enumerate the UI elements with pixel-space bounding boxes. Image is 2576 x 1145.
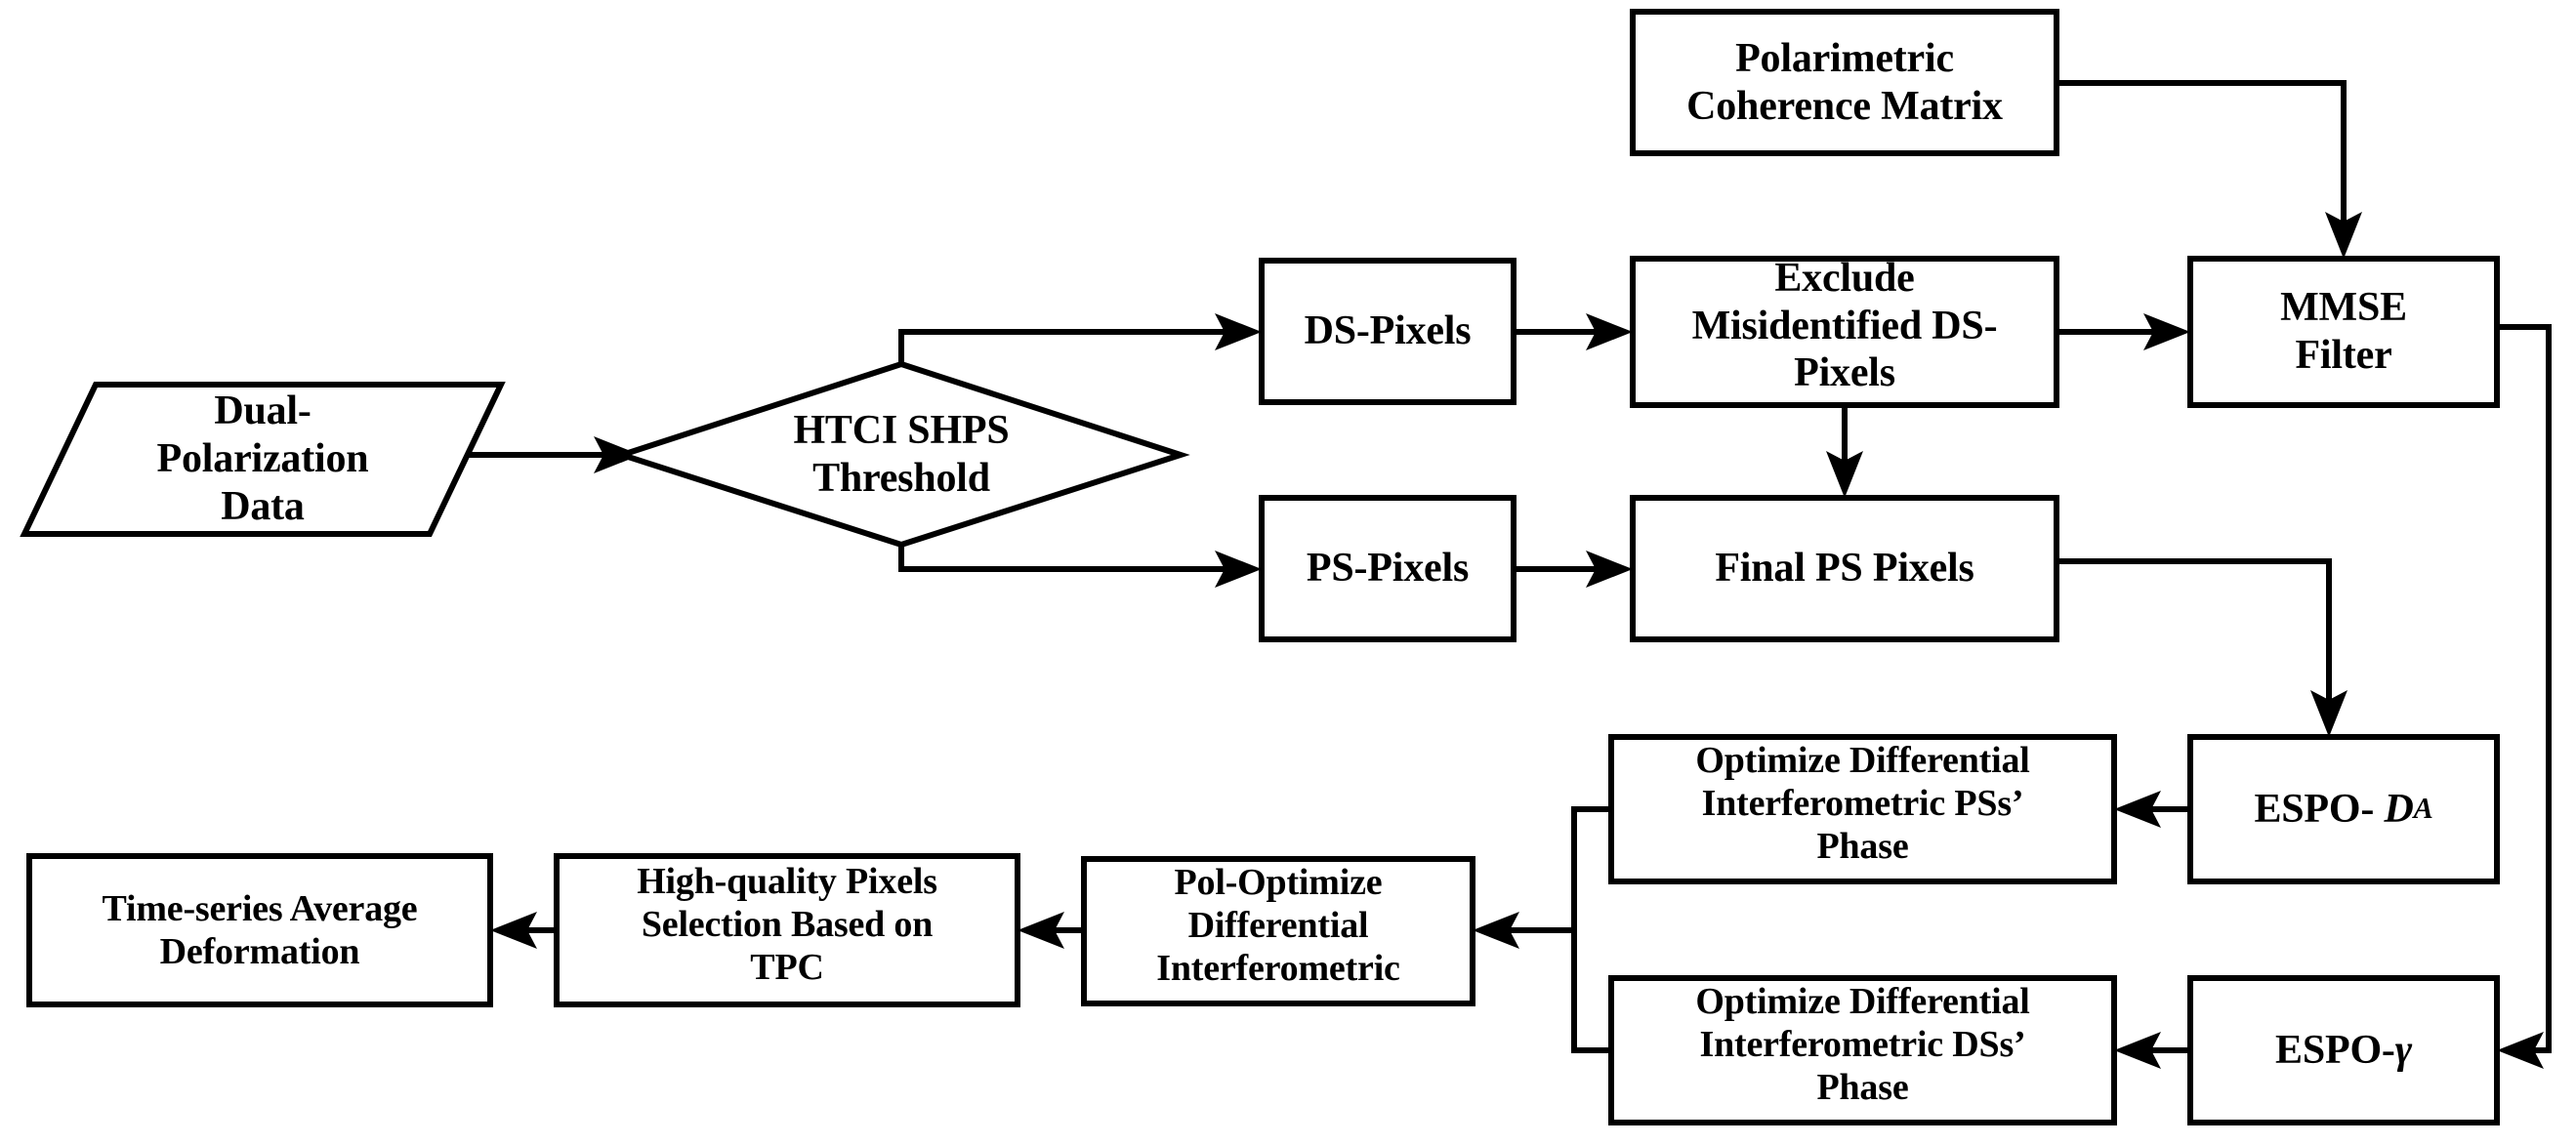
node-optimize-ds-phase[interactable] bbox=[1608, 975, 2117, 1125]
node-espo-gamma[interactable] bbox=[2187, 975, 2500, 1125]
edge-espo-da-to-optimize-ps bbox=[2114, 791, 2190, 828]
edge-threshold-to-ds-pixels bbox=[898, 313, 1262, 367]
edge-high-quality-to-time-series bbox=[490, 912, 557, 949]
edge-espo-gamma-to-optimize-ds bbox=[2114, 1032, 2190, 1069]
node-time-series-average-deformation[interactable] bbox=[26, 853, 493, 1007]
node-mmse-filter[interactable] bbox=[2187, 256, 2500, 408]
edge-threshold-to-ps-pixels bbox=[898, 543, 1262, 588]
node-pol-optimize-differential-interferometric[interactable] bbox=[1081, 856, 1475, 1006]
edge-layer bbox=[393, 80, 2552, 1069]
edge-coherence-matrix-to-mmse bbox=[2057, 80, 2362, 259]
edge-optimize-phases-to-pol-optimize bbox=[1473, 806, 1611, 1053]
node-ps-pixels[interactable] bbox=[1259, 495, 1517, 642]
node-espo-da[interactable] bbox=[2187, 734, 2500, 884]
edge-mmse-to-espo-gamma bbox=[2497, 324, 2552, 1069]
node-ds-pixels[interactable] bbox=[1259, 258, 1517, 405]
edge-pol-optimize-to-high-quality bbox=[1018, 912, 1084, 949]
edge-exclude-to-mmse bbox=[2057, 313, 2190, 350]
edge-final-ps-to-espo-da bbox=[2057, 558, 2347, 737]
edge-ds-pixels-to-exclude bbox=[1514, 313, 1633, 350]
edge-exclude-to-final-ps bbox=[1826, 405, 1863, 498]
node-layer bbox=[20, 9, 2500, 1125]
node-exclude-misidentified-ds-pixels[interactable] bbox=[1630, 256, 2059, 408]
node-high-quality-pixels-selection[interactable] bbox=[554, 853, 1020, 1007]
edge-ps-pixels-to-final-ps bbox=[1514, 551, 1633, 588]
node-dual-polarization-data[interactable] bbox=[20, 382, 506, 537]
node-final-ps-pixels[interactable] bbox=[1630, 495, 2059, 642]
node-htci-shps-threshold[interactable] bbox=[612, 360, 1190, 549]
node-optimize-ps-phase[interactable] bbox=[1608, 734, 2117, 884]
node-polarimetric-coherence-matrix[interactable] bbox=[1630, 9, 2059, 156]
